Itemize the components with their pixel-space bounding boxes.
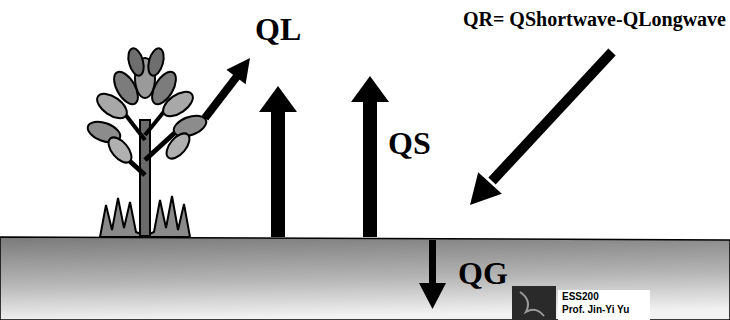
ground-band (0, 237, 730, 320)
arrow-head (419, 283, 446, 309)
arrow-head (351, 76, 389, 102)
latent-heat-arrow (205, 75, 238, 118)
author-credit: Prof. Jin-Yi Yu (562, 304, 629, 315)
flux-label: QL (255, 12, 301, 47)
ground-heat-arrow (429, 240, 436, 285)
logo-image (520, 292, 544, 316)
logo-image (512, 286, 556, 320)
arrow-head (470, 172, 502, 205)
tree-illustration (85, 47, 209, 237)
flux-label: QS (388, 126, 431, 161)
radiation-arrow (492, 52, 612, 181)
arrow-head (259, 86, 297, 112)
upward-arrow (271, 110, 285, 237)
course-code: ESS200 (562, 291, 599, 302)
logo-text-ground (558, 290, 650, 320)
sensible-heat-arrow (363, 100, 377, 237)
flux-equation: QR= QShortwave-QLongwave (463, 8, 726, 30)
arrow-head (226, 58, 250, 84)
flux-label: QG (458, 256, 508, 291)
